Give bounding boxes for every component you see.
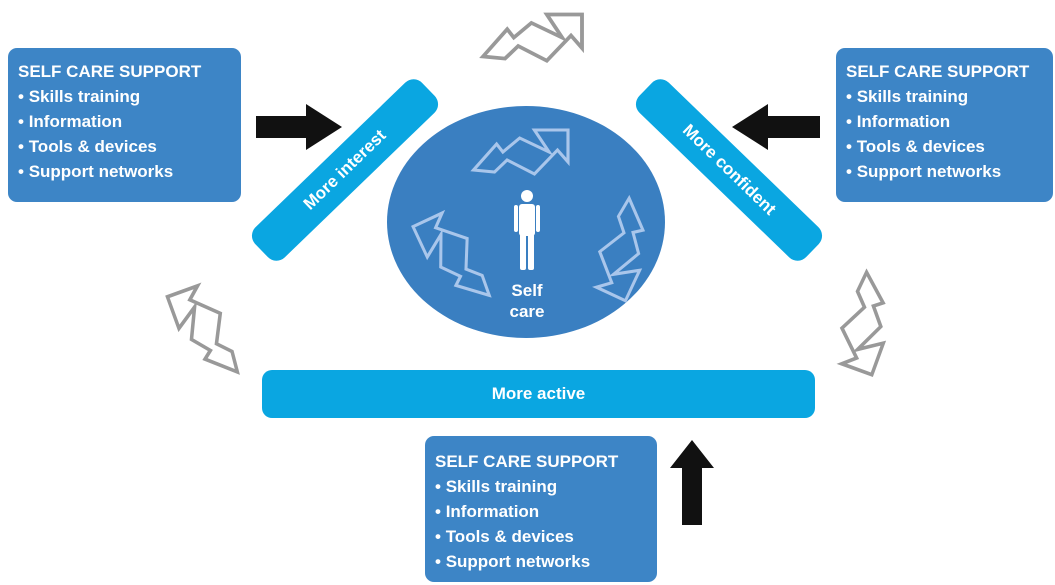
support-list: Skills training Information Tools & devi… bbox=[846, 84, 1043, 184]
support-item: Support networks bbox=[18, 159, 231, 184]
support-box-heading: SELF CARE SUPPORT bbox=[435, 452, 619, 471]
support-item: Information bbox=[846, 109, 1043, 134]
support-item: Information bbox=[18, 109, 231, 134]
support-item: Support networks bbox=[846, 159, 1043, 184]
self-care-line2: care bbox=[509, 302, 545, 321]
person-icon bbox=[514, 190, 540, 270]
support-item: Tools & devices bbox=[846, 134, 1043, 159]
self-care-label: Self care bbox=[497, 280, 557, 322]
support-item: Information bbox=[435, 499, 647, 524]
support-item: Tools & devices bbox=[18, 134, 231, 159]
outer-arrow-top-icon bbox=[481, 12, 584, 63]
support-item: Support networks bbox=[435, 549, 647, 574]
self-care-line1: Self bbox=[511, 281, 543, 300]
arrow-right-icon bbox=[256, 104, 342, 150]
support-box-right: SELF CARE SUPPORT Skills training Inform… bbox=[836, 48, 1053, 202]
support-box-left: SELF CARE SUPPORT Skills training Inform… bbox=[8, 48, 241, 202]
support-box-bottom: SELF CARE SUPPORT Skills training Inform… bbox=[425, 436, 657, 582]
support-item: Skills training bbox=[18, 84, 231, 109]
more-active-label: More active bbox=[491, 384, 586, 403]
support-item: Skills training bbox=[846, 84, 1043, 109]
support-box-heading: SELF CARE SUPPORT bbox=[18, 62, 202, 81]
outer-arrow-left-icon bbox=[165, 279, 243, 388]
support-item: Tools & devices bbox=[435, 524, 647, 549]
outer-arrow-right-icon bbox=[828, 269, 906, 377]
support-item: Skills training bbox=[435, 474, 647, 499]
more-active-bar: More active bbox=[262, 370, 815, 418]
arrow-up-icon bbox=[670, 440, 714, 525]
support-list: Skills training Information Tools & devi… bbox=[18, 84, 231, 184]
support-box-heading: SELF CARE SUPPORT bbox=[846, 62, 1030, 81]
support-list: Skills training Information Tools & devi… bbox=[435, 474, 647, 574]
arrow-left-icon bbox=[732, 104, 820, 150]
